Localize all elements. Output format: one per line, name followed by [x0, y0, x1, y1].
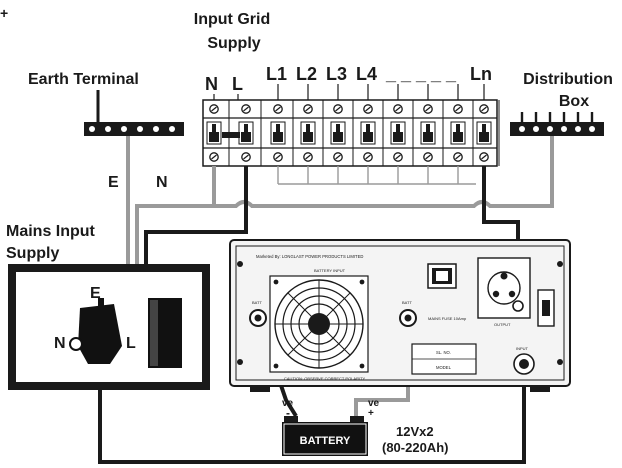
input-grid-label-line2: Supply [207, 35, 260, 52]
breaker-label-l1: L1 [266, 64, 287, 84]
breaker-label-n: N [205, 74, 218, 94]
distribution-box-strip [510, 112, 604, 136]
battery-neg-sign: - [286, 406, 290, 420]
input-grid-label-line1: Input Grid [194, 11, 270, 28]
breaker-label-l3: L3 [326, 64, 347, 84]
distribution-screw-3 [547, 126, 553, 132]
breaker-pole-2 [238, 100, 262, 166]
breaker-pole-9 [450, 100, 474, 166]
inverter-unit: Marketed By: LONGLAST POWER PRODUCTS LIM… [229, 239, 571, 392]
input-text: INPUT [516, 346, 529, 351]
battery-label: BATTERY [300, 435, 351, 447]
distribution-screw-5 [575, 126, 581, 132]
wire-label-e: E [108, 174, 119, 191]
earth-terminal-screw-4 [137, 126, 143, 132]
cooling-fan [269, 275, 369, 373]
serial-plate [411, 343, 477, 375]
battery-pos-sign: + [368, 408, 374, 419]
distribution-screw-4 [561, 126, 567, 132]
inverter-battery-input-text: BATTERY INPUT [314, 268, 346, 273]
battery-terminal-left [249, 309, 267, 327]
breaker-pole-7 [390, 100, 414, 166]
earth-terminal-screw-3 [121, 126, 127, 132]
input-switch [537, 289, 555, 327]
earth-terminal-screw-1 [89, 126, 95, 132]
double-pole-link [222, 132, 240, 138]
inverter-maker-text: Marketed By: LONGLAST POWER PRODUCTS LIM… [256, 254, 363, 259]
breaker-pole-5 [330, 100, 354, 166]
distribution-screw-6 [589, 126, 595, 132]
plug-label-n: N [54, 335, 66, 352]
breaker-pole-1 [206, 100, 230, 166]
breaker-pole-4 [300, 100, 324, 166]
battery-terminal-right [399, 309, 417, 327]
breaker-label-l: L [232, 74, 243, 94]
breaker-labels: N L L1 L2 L3 L4 _ _ _ _ _ Ln [205, 64, 492, 94]
right-terminal-text: BATT [402, 300, 412, 305]
mains-socket-box [8, 264, 210, 390]
breaker-label-l4: L4 [356, 64, 377, 84]
mains-fuse [427, 263, 457, 289]
breaker-label-ln: Ln [470, 64, 492, 84]
earth-terminal-screw-6 [169, 126, 175, 132]
distribution-screw-1 [519, 126, 525, 132]
model-text: MODEL [436, 365, 452, 370]
breaker-panel [202, 99, 500, 167]
sl-no-text: SL. NO. [436, 350, 451, 355]
breaker-label-ticks [213, 84, 485, 100]
earth-terminal-strip [84, 122, 184, 136]
left-terminal-text: BATT [252, 300, 262, 305]
circuit-bus-lines [277, 166, 476, 185]
distribution-box-label-line1: Distribution [523, 71, 613, 88]
earth-terminal-label: Earth Terminal [28, 71, 139, 88]
plug-label-e: E [90, 285, 101, 302]
corner-mark: + [0, 5, 8, 21]
mains-input-label-line2: Supply [6, 245, 59, 262]
battery-pos-ve: ve [368, 398, 380, 409]
earth-terminal-screw-2 [105, 126, 111, 132]
breaker-pole-3 [270, 100, 294, 166]
inverter-caution-text: CAUTION: OBSERVE CORRECT POLARITY [284, 376, 366, 381]
breaker-pole-8 [420, 100, 444, 166]
breaker-pole-10 [476, 100, 500, 166]
breaker-label-dashes: _ _ _ _ _ [385, 64, 457, 84]
wire-label-n: N [156, 174, 168, 191]
output-text: OUTPUT [494, 322, 511, 327]
input-socket [513, 353, 535, 375]
battery [282, 416, 368, 456]
distribution-box-label-line2: Box [559, 93, 589, 110]
battery-neg-ve: ve [282, 398, 294, 409]
battery-spec-line2: (80-220Ah) [382, 440, 448, 455]
breaker-label-l2: L2 [296, 64, 317, 84]
output-socket [477, 257, 531, 319]
mains-input-label-line1: Mains Input [6, 223, 96, 240]
plug-icon [78, 304, 122, 364]
plug-label-l: L [126, 335, 136, 352]
battery-spec-line1: 12Vx2 [396, 424, 434, 439]
earth-terminal-screw-5 [153, 126, 159, 132]
distribution-screw-2 [533, 126, 539, 132]
breaker-pole-6 [360, 100, 384, 166]
mains-fuse-text: MAINS FUSE 10Amp [428, 316, 467, 321]
